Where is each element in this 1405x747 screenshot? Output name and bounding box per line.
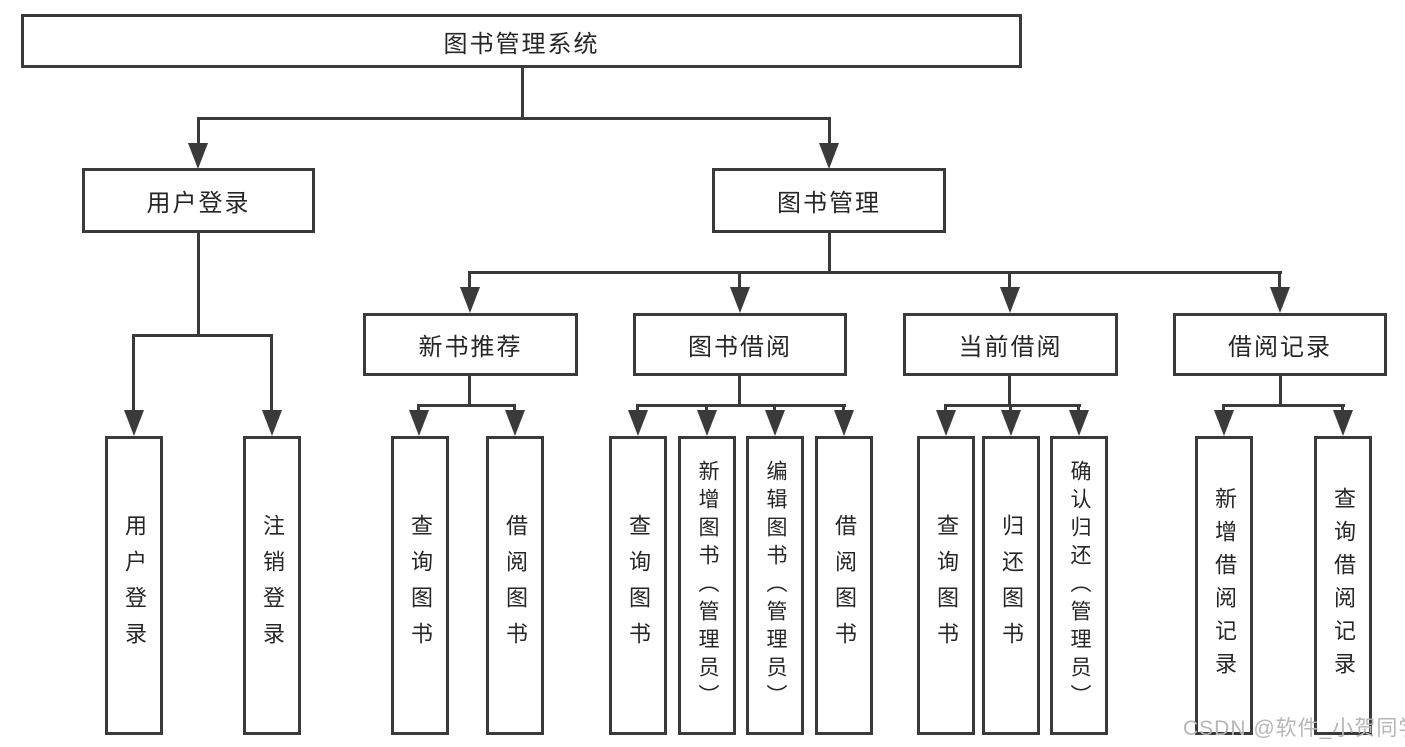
- edge-current-borrowing-children-branch: [944, 404, 1081, 407]
- edge-drop: [773, 404, 776, 414]
- edge-book-borrowing-stem: [738, 375, 741, 406]
- edge-drop: [1077, 404, 1080, 414]
- arrow-down-icon: [819, 143, 839, 169]
- arrow-down-icon: [765, 410, 785, 436]
- node-cb-query-books: 查询图书: [917, 436, 975, 735]
- arrow-down-icon: [409, 410, 429, 436]
- edge-drop: [636, 404, 639, 414]
- arrow-down-icon: [505, 410, 525, 436]
- edge-user-login-drop: [197, 118, 200, 146]
- arrow-down-icon: [936, 410, 956, 436]
- node-book-management: 图书管理: [712, 168, 946, 233]
- edge-current-borrowing-drop: [1008, 271, 1011, 289]
- edge-book-borrowing-drop: [738, 271, 741, 289]
- arrow-down-icon: [1270, 287, 1290, 313]
- node-root: 图书管理系统: [21, 14, 1022, 68]
- arrow-down-icon: [262, 410, 282, 436]
- edge-drop: [944, 404, 947, 414]
- arrow-down-icon: [834, 410, 854, 436]
- edge-current-borrowing-stem: [1008, 375, 1011, 406]
- edge-borrowing-records-children-branch: [1222, 404, 1345, 407]
- node-borrowing-records: 借阅记录: [1173, 313, 1387, 376]
- node-br-add-record: 新增借阅记录: [1195, 436, 1253, 735]
- edge-root-stem: [521, 67, 524, 119]
- edge-user-login-stem: [197, 232, 200, 337]
- arrow-down-icon: [697, 410, 717, 436]
- edge-drop: [513, 404, 516, 414]
- node-book-borrowing: 图书借阅: [633, 313, 847, 376]
- edge-drop: [417, 404, 420, 414]
- node-cb-confirm-return-admin: 确认归还（管理员）: [1050, 436, 1108, 735]
- edge-new-book-children-branch: [417, 404, 516, 407]
- node-cb-return-books: 归还图书: [982, 436, 1040, 735]
- node-bb-borrow-books: 借阅图书: [815, 436, 873, 735]
- arrow-down-icon: [460, 287, 480, 313]
- node-nb-query-books: 查询图书: [391, 436, 449, 735]
- edge-drop: [1341, 404, 1344, 414]
- edge-drop: [842, 404, 845, 414]
- arrow-down-icon: [1000, 287, 1020, 313]
- edge-borrowing-records-drop: [1278, 271, 1281, 289]
- node-bb-add-books-admin: 新增图书（管理员）: [678, 436, 736, 735]
- arrow-down-icon: [1333, 410, 1353, 436]
- arrow-down-icon: [124, 410, 144, 436]
- arrow-down-icon: [188, 143, 208, 169]
- edge-drop: [1009, 404, 1012, 414]
- node-current-borrowing: 当前借阅: [903, 313, 1118, 376]
- node-bb-query-books: 查询图书: [609, 436, 667, 735]
- arrow-down-icon: [1214, 410, 1234, 436]
- node-leaf-logout: 注销登录: [243, 436, 301, 735]
- node-br-query-record: 查询借阅记录: [1314, 436, 1372, 735]
- edge-new-book-stem: [468, 375, 471, 406]
- arrow-down-icon: [1069, 410, 1089, 436]
- edge-level3-branch: [468, 271, 1282, 274]
- edge-book-borrowing-children-branch: [636, 404, 846, 407]
- watermark-text: CSDN @软件_小贺同学: [1183, 717, 1405, 740]
- node-nb-borrow-books: 借阅图书: [486, 436, 544, 735]
- arrow-down-icon: [628, 410, 648, 436]
- edge-leaf-logout-drop: [270, 334, 273, 412]
- node-bb-edit-books-admin: 编辑图书（管理员）: [746, 436, 804, 735]
- node-user-login: 用户登录: [82, 168, 315, 233]
- edge-new-book-drop: [468, 271, 471, 289]
- node-new-book-recommend: 新书推荐: [363, 313, 578, 376]
- edge-book-management-stem: [828, 232, 831, 274]
- edge-level2-branch: [197, 117, 831, 120]
- edge-drop: [1222, 404, 1225, 414]
- edge-user-login-children-branch: [132, 334, 273, 337]
- edge-borrowing-records-stem: [1279, 375, 1282, 406]
- arrow-down-icon: [1001, 410, 1021, 436]
- edge-book-management-drop: [828, 118, 831, 146]
- edge-leaf-user-login-drop: [132, 334, 135, 412]
- edge-drop: [705, 404, 708, 414]
- node-leaf-user-login: 用户登录: [105, 436, 163, 735]
- arrow-down-icon: [730, 287, 750, 313]
